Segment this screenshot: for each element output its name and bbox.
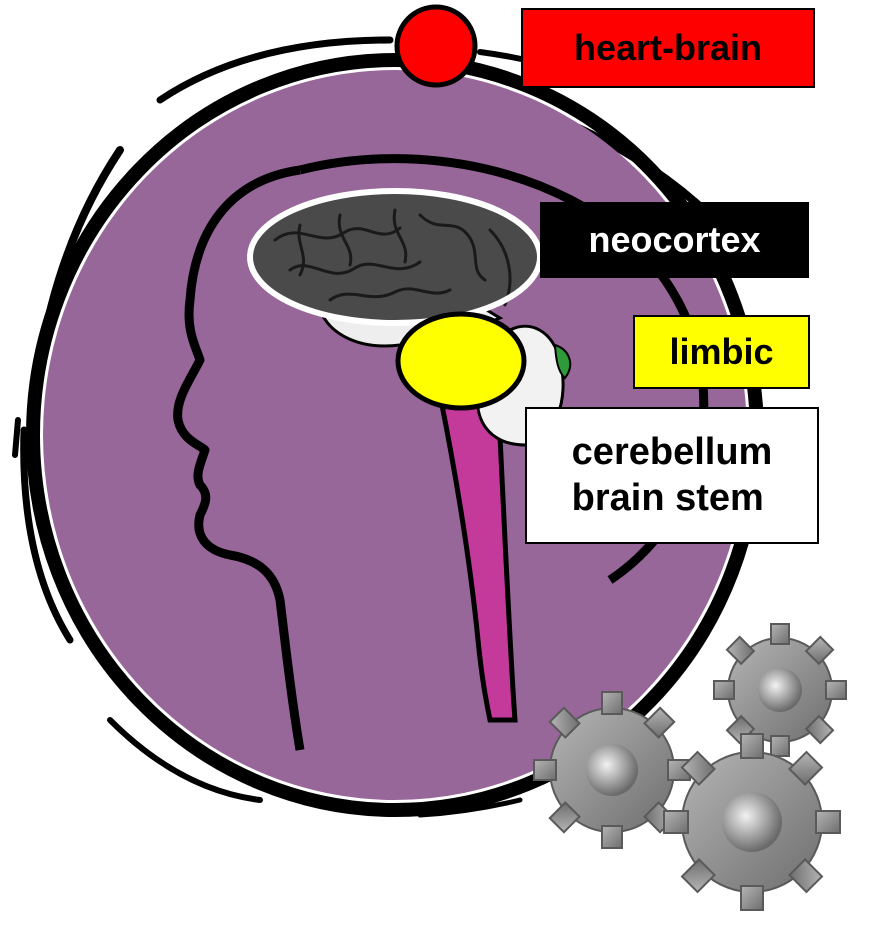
heart-brain-text: heart-brain (574, 26, 762, 69)
heart-brain-circle (397, 7, 475, 85)
limbic-text: limbic (669, 330, 773, 373)
cerebellum-text: cerebellum (572, 430, 773, 476)
neocortex-label: neocortex (540, 202, 809, 278)
limbic-label: limbic (633, 315, 810, 389)
brainstem-text: brain stem (572, 476, 764, 522)
heart-brain-label: heart-brain (521, 8, 815, 88)
neocortex-text: neocortex (588, 218, 760, 261)
cerebellum-brainstem-label: cerebellum brain stem (525, 407, 819, 544)
limbic-oval (398, 314, 524, 408)
